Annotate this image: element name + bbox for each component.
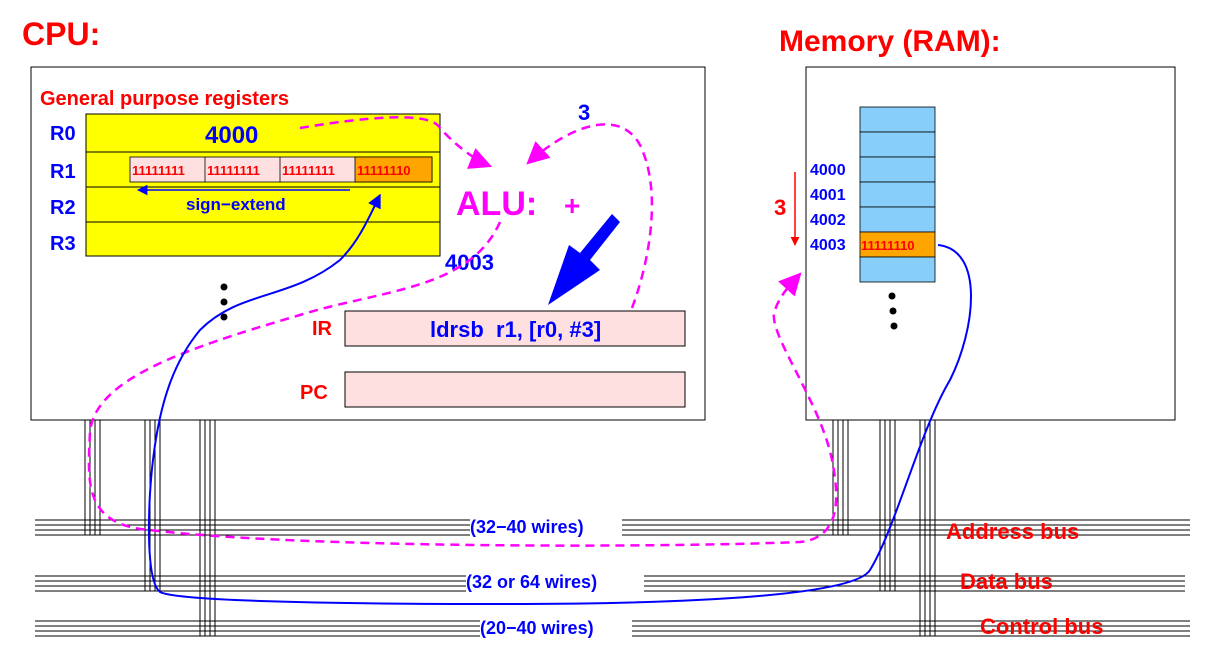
data-bus-wire-count: (32 or 64 wires) <box>466 572 597 592</box>
effective-address: 4003 <box>445 250 494 275</box>
address-bus-name: Address bus <box>946 519 1079 544</box>
address-bus-wire-count: (32−40 wires) <box>470 517 584 537</box>
register-name-r2: R2 <box>50 197 76 219</box>
memory-address-4003: 4003 <box>810 237 846 254</box>
memory-offset-label: 3 <box>774 195 786 220</box>
r1-byte-3: 11111111 <box>132 163 185 178</box>
alu-to-address-bus-path <box>87 221 838 547</box>
more-memory-dot <box>888 292 896 300</box>
r1-byte-1: 11111111 <box>282 163 335 178</box>
more-memory-dot <box>889 307 897 315</box>
register-name-r3: R3 <box>50 233 76 255</box>
memory-address-4002: 4002 <box>810 212 846 229</box>
offset-to-alu-path <box>526 123 654 309</box>
alu-label: ALU: <box>456 185 537 223</box>
more-registers-dot <box>220 313 228 321</box>
memory-address-connector <box>832 420 849 535</box>
r1-loaded-byte-box <box>354 156 433 183</box>
memory-data-connector <box>879 420 896 591</box>
pc-label: PC <box>300 382 328 404</box>
memory-to-r1-data-path <box>147 193 972 606</box>
ir-instruction: ldrsb r1, [r0, #3] <box>430 317 601 342</box>
memory-cell <box>859 106 936 133</box>
memory-title: Memory (RAM): <box>779 25 1001 58</box>
memory-address-4000: 4000 <box>810 162 846 179</box>
memory-cell <box>859 256 936 283</box>
control-bus-wire-count: (20−40 wires) <box>480 618 594 638</box>
memory-cell <box>859 156 936 183</box>
data-bus-label-bg <box>466 570 644 594</box>
more-registers-dot <box>220 283 228 291</box>
more-registers-dot <box>220 298 228 306</box>
r0-to-alu-path <box>299 116 493 169</box>
offset-value: 3 <box>578 100 590 125</box>
ir-register <box>344 310 686 347</box>
registers-title: General purpose registers <box>40 88 289 110</box>
decode-arrow <box>548 214 620 305</box>
memory-cells <box>859 106 936 283</box>
cpu-data-connector <box>144 420 161 591</box>
memory-cell <box>859 206 936 233</box>
pc-register <box>344 371 686 408</box>
memory-cell <box>859 181 936 208</box>
memory-cell-highlighted <box>859 231 936 258</box>
alu-operator: + <box>564 190 580 221</box>
more-memory-dot <box>890 322 898 330</box>
r1-byte-0: 11111110 <box>357 163 411 178</box>
sign-extend-label: sign−extend <box>186 195 286 214</box>
r1-byte-2: 11111111 <box>207 163 260 178</box>
memory-cell <box>859 131 936 158</box>
data-bus-name: Data bus <box>960 569 1053 594</box>
register-r0-value: 4000 <box>205 122 258 149</box>
cpu-title: CPU: <box>22 16 100 52</box>
cpu-control-connector <box>199 420 216 636</box>
control-bus-label-bg <box>480 616 632 640</box>
register-name-r0: R0 <box>50 123 76 145</box>
memory-control-connector <box>919 420 936 636</box>
cpu-address-connector <box>84 420 101 535</box>
control-bus-name: Control bus <box>980 614 1103 639</box>
memory-address-4001: 4001 <box>810 187 846 204</box>
address-bus-label-bg <box>470 515 622 539</box>
register-file <box>85 113 441 257</box>
register-name-r1: R1 <box>50 161 76 183</box>
memory-loaded-byte: 11111110 <box>861 238 915 253</box>
ir-label: IR <box>312 318 333 340</box>
